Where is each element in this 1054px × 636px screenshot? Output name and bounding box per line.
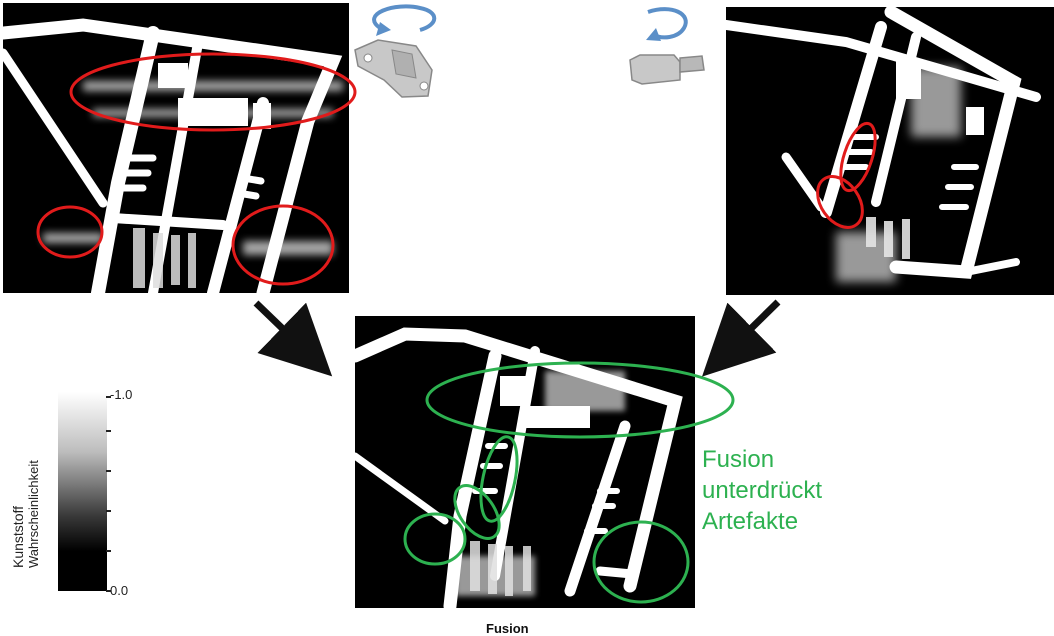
colorbar-tick bbox=[106, 430, 111, 432]
colorbar-tick-min bbox=[106, 590, 111, 592]
colorbar-title-line2: Wahrscheinlichkeit bbox=[26, 460, 41, 568]
colorbar-tick-max bbox=[106, 396, 111, 398]
ct-slice-fusion-image bbox=[355, 327, 683, 608]
colorbar-title: Kunststoff Wahrscheinlichkeit bbox=[10, 460, 41, 568]
colorbar-title-line1: Kunststoff bbox=[10, 505, 26, 568]
colorbar-tick bbox=[106, 470, 111, 472]
ct-slice-left bbox=[3, 3, 349, 293]
colorbar-tick bbox=[106, 510, 111, 512]
ct-slice-right-image bbox=[726, 7, 1041, 282]
probability-colorbar bbox=[58, 392, 107, 591]
ct-slice-fusion bbox=[355, 316, 695, 608]
colorbar-min-label: 0.0 bbox=[110, 583, 129, 598]
rotation-view-part-side-icon bbox=[629, 7, 705, 85]
arrow-right-to-fusion bbox=[702, 299, 781, 377]
artifact-marker-left bbox=[39, 206, 103, 256]
fusion-annotation: Fusion unterdrückt Artefakte bbox=[702, 446, 823, 535]
colorbar-max-label: -1.0 bbox=[110, 387, 133, 402]
ct-slice-left-image bbox=[3, 18, 343, 293]
arrow-left-to-fusion bbox=[253, 300, 333, 377]
colorbar-tick bbox=[106, 550, 111, 552]
fusion-caption: Fusion bbox=[486, 621, 529, 636]
ct-slice-right bbox=[726, 7, 1054, 295]
rotation-view-part-front-icon bbox=[354, 4, 437, 98]
